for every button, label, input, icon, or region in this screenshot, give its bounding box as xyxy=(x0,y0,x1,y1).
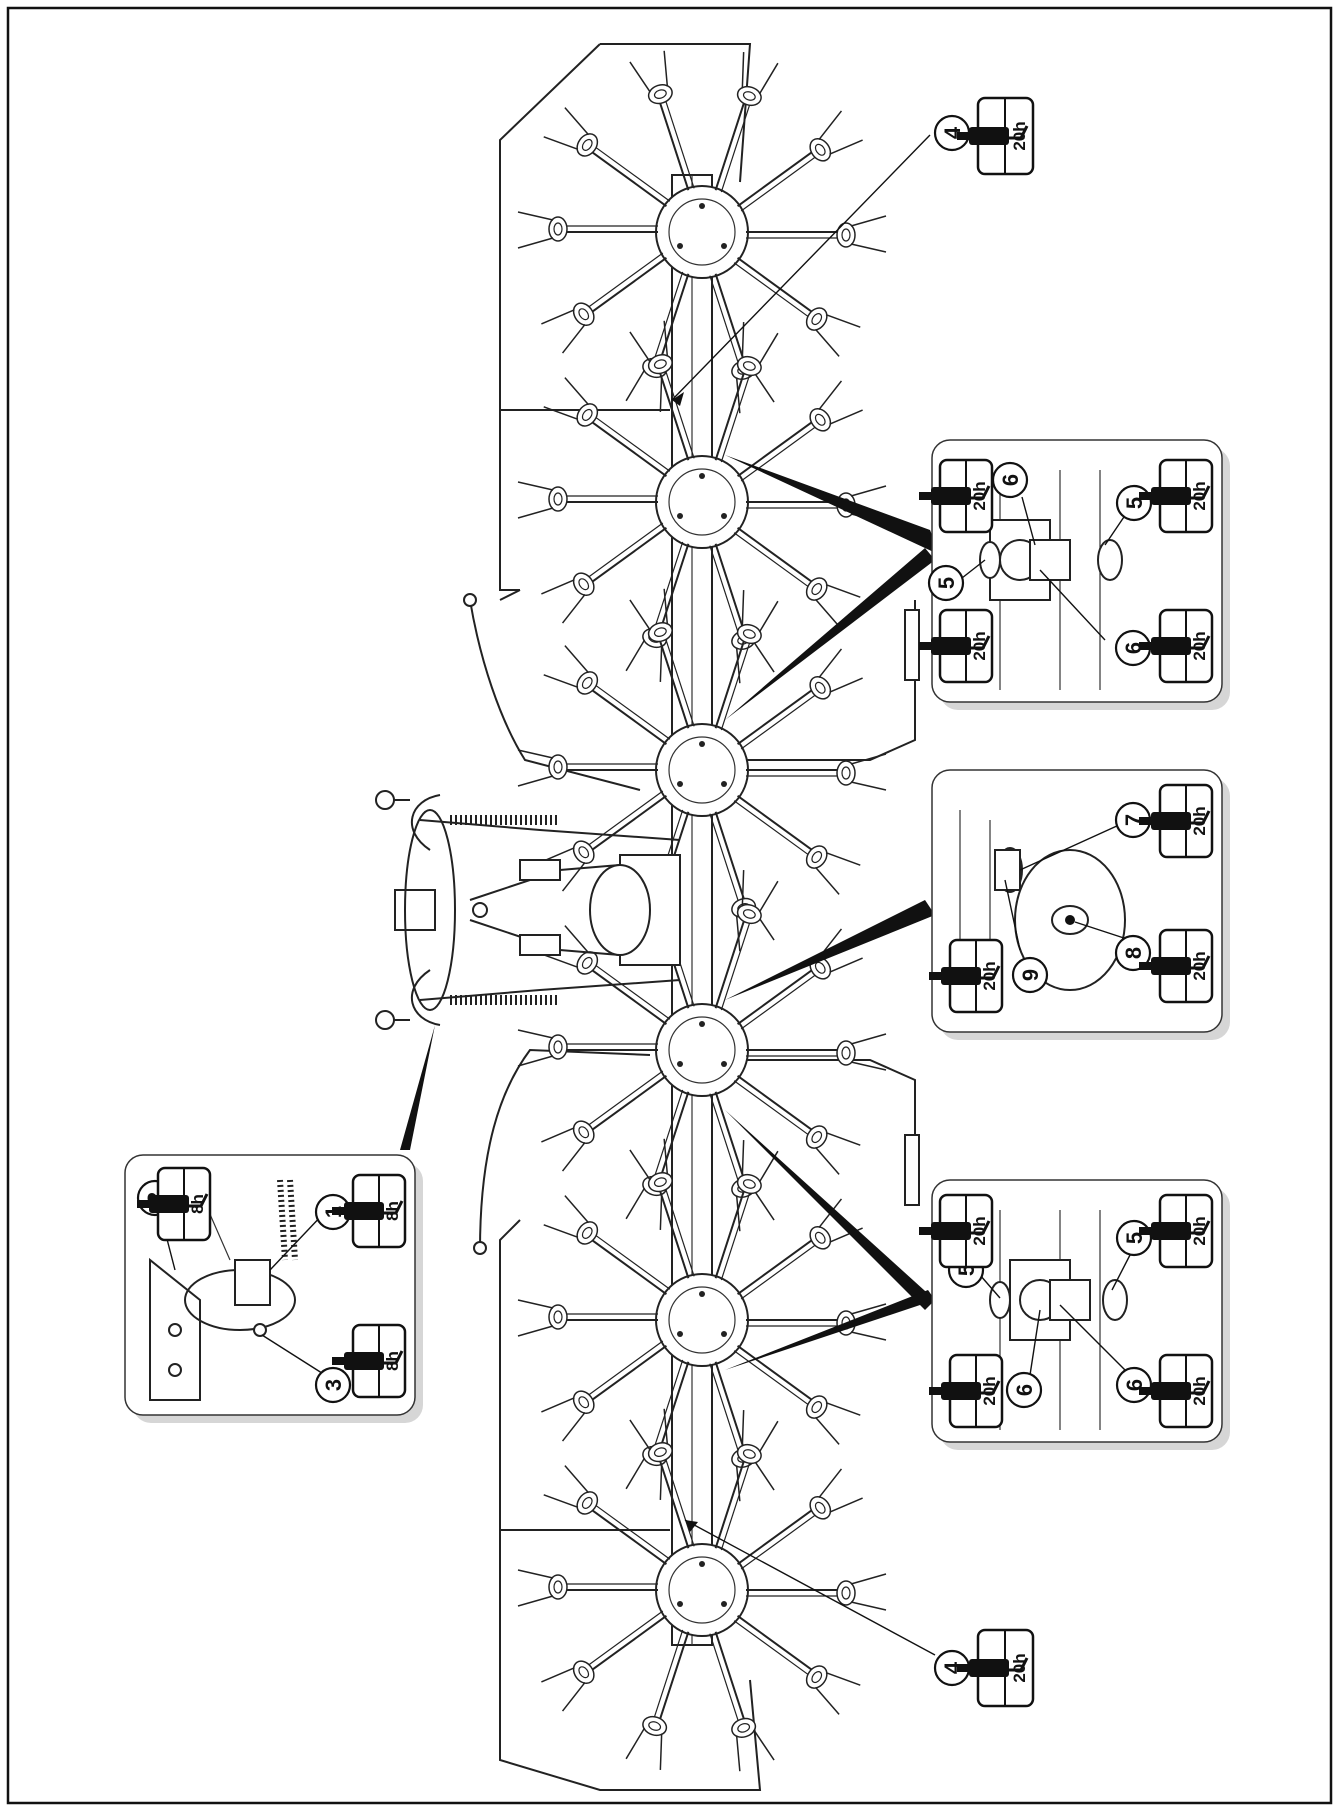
badge-20h: 20h xyxy=(917,458,994,534)
detail-panel-lower: 5 5 6 6 20h 20h 20h 20h xyxy=(917,1179,1230,1450)
callout-4-top: 4 20h xyxy=(671,96,1035,406)
callout-number-6: 6 xyxy=(998,474,1023,486)
interval-label: 8h xyxy=(383,1201,402,1221)
badge-8h: 8h xyxy=(135,1166,212,1242)
badge-8h: 8h xyxy=(330,1323,407,1399)
callout-circle-9 xyxy=(1011,956,1049,994)
badge-20h: 20h xyxy=(1137,458,1214,534)
page-border xyxy=(6,6,1333,1805)
badge-20h: 20h xyxy=(917,1193,994,1269)
badge-20h: 20h xyxy=(1137,783,1214,859)
interval-label: 20h xyxy=(1010,121,1029,150)
interval-label: 20h xyxy=(1190,1216,1209,1245)
callout-circle-3 xyxy=(314,1366,352,1404)
interval-label: 20h xyxy=(1190,951,1209,980)
callout-number-8: 8 xyxy=(1121,947,1146,959)
interval-label: 20h xyxy=(980,961,999,990)
interval-label: 20h xyxy=(1190,631,1209,660)
detail-panel-upper: 5 5 6 6 20h 20h 20h 20h xyxy=(917,439,1230,710)
callout-number-6: 6 xyxy=(1012,1384,1037,1396)
interval-label: 20h xyxy=(1010,1653,1029,1682)
badge-20h: 20h xyxy=(1137,1193,1214,1269)
callout-number-3: 3 xyxy=(321,1379,346,1391)
badge-20h: 20h xyxy=(927,938,1004,1014)
callout-circle-8 xyxy=(1114,934,1152,972)
rake-machine xyxy=(375,43,920,1791)
callout-4-bottom: 4 20h xyxy=(684,1519,1035,1708)
badge-20h: 20h xyxy=(917,608,994,684)
callout-number-5: 5 xyxy=(934,577,959,589)
badge-20h: 20h xyxy=(1137,928,1214,1004)
interval-label: 8h xyxy=(188,1194,207,1214)
detail-panel-headstock: 2 1 3 8h 8h 8h xyxy=(124,1154,423,1423)
detail-panel-wheel: 7 8 9 20h 20h 20h xyxy=(927,769,1230,1040)
badge-20h: 20h xyxy=(927,1353,1004,1429)
callout-number-9: 9 xyxy=(1018,969,1043,981)
callout-circle-6 xyxy=(1005,1371,1043,1409)
interval-label: 20h xyxy=(980,1376,999,1405)
interval-label: 20h xyxy=(1190,481,1209,510)
interval-label: 8h xyxy=(383,1351,402,1371)
interval-label: 20h xyxy=(970,481,989,510)
interval-label: 20h xyxy=(970,1216,989,1245)
interval-label: 20h xyxy=(970,631,989,660)
interval-label: 20h xyxy=(1190,1376,1209,1405)
badge-20h: 20h xyxy=(1137,1353,1214,1429)
interval-label: 20h xyxy=(1190,806,1209,835)
callout-circle-5 xyxy=(927,564,965,602)
badge-8h: 8h xyxy=(330,1173,407,1249)
badge-20h: 20h xyxy=(1137,608,1214,684)
